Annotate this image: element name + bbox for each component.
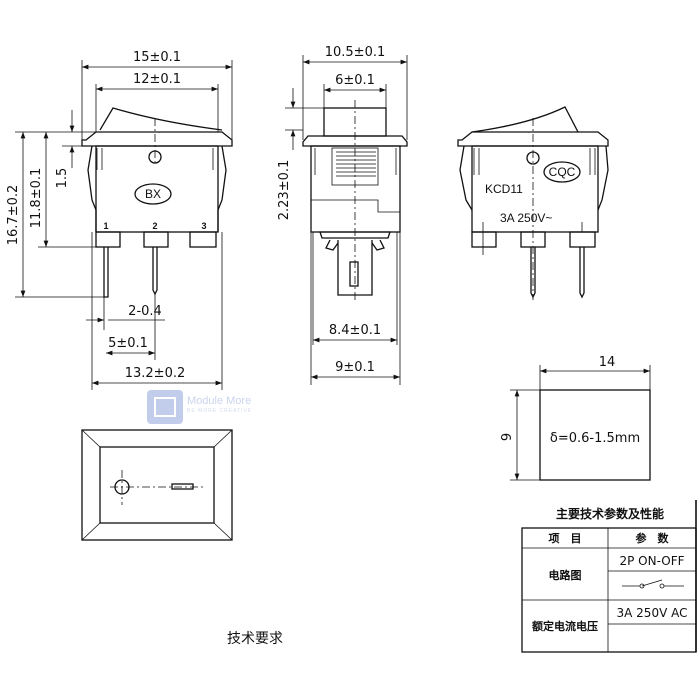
dim-flange-width: 10.5±0.1 (325, 45, 386, 60)
off-mark-icon (171, 483, 194, 490)
dim-body-width: 13.2±0.2 (125, 366, 186, 381)
dim-height-body: 11.8±0.1 (29, 168, 44, 229)
logo-text: BX (145, 187, 161, 201)
dim-cutout-height: 9 (500, 433, 515, 441)
dim-body-outer: 9±0.1 (335, 360, 375, 375)
switch-symbol-icon (622, 579, 684, 589)
dim-rocker-height: 2.23±0.1 (277, 160, 292, 221)
panel-cutout: 14 9 δ=0.6-1.5mm (500, 355, 651, 481)
on-mark-icon (114, 479, 130, 495)
watermark-tagline: BE MORE CREATIVE (187, 408, 252, 414)
model-text: KCD11 (485, 182, 523, 196)
mounting-hole-icon (526, 151, 540, 165)
row-circuit-label: 电路图 (549, 568, 582, 582)
cqc-text: CQC (549, 165, 576, 179)
dim-flange: 1.5 (55, 168, 70, 189)
header-item: 项 目 (549, 532, 582, 545)
dim-body-inner: 8.4±0.1 (329, 323, 381, 338)
mounting-hole-icon (148, 150, 162, 164)
dim-pin-width: 2-0.4 (128, 304, 162, 319)
dim-height-total: 16.7±0.2 (6, 185, 21, 246)
pin-label-3: 3 (201, 221, 206, 231)
spec-table: 主要技术参数及性能 项 目 参 数 电路图 2P ON-OFF 额定电流电压 3… (521, 500, 697, 653)
spec-table-title: 主要技术参数及性能 (556, 506, 664, 521)
rating-value: 3A 250V AC (617, 606, 688, 620)
circuit-value: 2P ON-OFF (619, 554, 684, 568)
dim-rocker-width: 6±0.1 (335, 73, 375, 88)
dim-cutout-width: 14 (599, 355, 616, 370)
rating-text: 3A 250V~ (500, 211, 552, 225)
header-param: 参 数 (636, 531, 670, 545)
pin-label-2: 2 (152, 221, 157, 231)
front-view (81, 429, 233, 541)
footer-label: 技术要求 (227, 631, 283, 647)
side-view: BX 1 2 3 15±0.1 12±0.1 16.7±0.2 11.8±0.1… (6, 50, 233, 390)
pin-label-1: 1 (103, 221, 108, 231)
bx-logo (134, 183, 172, 205)
row-rating-label: 额定电流电压 (532, 619, 598, 633)
panel-thickness: δ=0.6-1.5mm (550, 431, 640, 446)
end-view: 10.5±0.1 6±0.1 2.23±0.1 8.4±0.1 9±0.1 (277, 45, 408, 385)
dim-pin-pitch: 5±0.1 (108, 336, 148, 351)
dim-width-inner: 12±0.1 (133, 72, 181, 87)
watermark: Module More BE MORE CREATIVE (147, 390, 252, 424)
marked-view: CQC KCD11 3A 250V~ (457, 106, 609, 300)
cqc-mark (543, 161, 581, 183)
watermark-text: Module More (187, 395, 251, 407)
dim-width-outer: 15±0.1 (133, 50, 181, 65)
